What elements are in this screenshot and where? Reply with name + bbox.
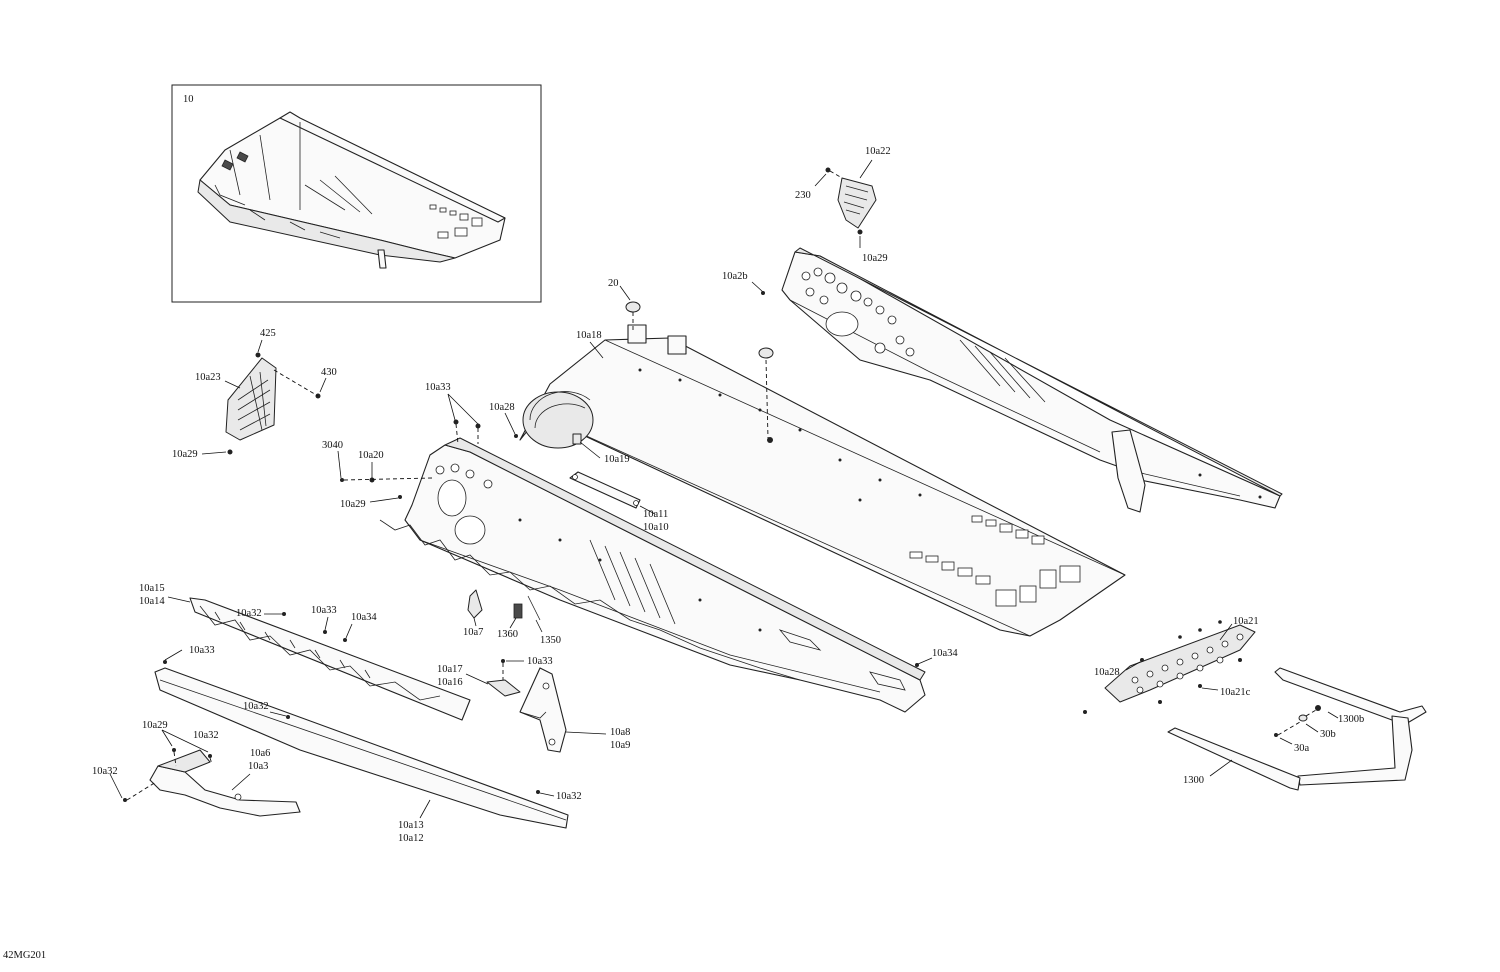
part-right-side-rail: [781, 247, 1283, 513]
callout-425: 425: [260, 328, 276, 339]
part-20-grommet: 20 10a18: [576, 278, 774, 439]
part-10a6-bracket: 10a29 10a32 10a6 10a3 10a32: [92, 720, 301, 817]
callout-10a9: 10a9: [610, 740, 630, 751]
callout-10a32-c: 10a32: [193, 730, 219, 741]
part-10a23-plate: 425 430 10a23 10a29: [172, 328, 337, 460]
callout-10a2b-group: 10a2b: [722, 271, 765, 295]
callout-10a2b: 10a2b: [722, 271, 748, 282]
callout-10a12: 10a12: [398, 833, 424, 844]
callout-10a34-b: 10a34: [932, 648, 958, 659]
callout-10a21: 10a21: [1233, 616, 1259, 627]
callout-10a16: 10a16: [437, 677, 463, 688]
figure-code: 42MG201: [3, 950, 46, 961]
callout-230: 230: [795, 190, 811, 201]
callout-10a7: 10a7: [463, 627, 483, 638]
part-10a8-bracket: 10a8 10a9: [519, 667, 630, 753]
callout-10a3: 10a3: [248, 761, 268, 772]
callout-10a32-e: 10a32: [556, 791, 582, 802]
callout-10a21c: 10a21c: [1220, 687, 1251, 698]
part-3040-10a20-group: 3040 10a20 10a29: [322, 440, 433, 510]
callout-10a34-a: 10a34: [351, 612, 377, 623]
part-10a21-rear-plate: 10a21 10a28 10a21c: [1083, 616, 1259, 714]
callout-10a32-b: 10a32: [243, 701, 269, 712]
callout-1300b: 1300b: [1338, 714, 1364, 725]
inset-label: 10: [183, 94, 194, 105]
callout-10a15: 10a15: [139, 583, 165, 594]
callout-10a29-top: 10a29: [862, 253, 888, 264]
callout-10a14: 10a14: [139, 596, 165, 607]
part-10a19-fitting: 10a19: [572, 433, 630, 465]
part-10a14-runner: 10a15 10a14 10a32 10a33 10a34: [139, 583, 471, 721]
callout-1360: 1360: [497, 629, 518, 640]
part-10a33-bolts-top: 10a33: [425, 382, 481, 445]
callout-1350: 1350: [540, 635, 561, 646]
panel-slots: [909, 515, 1081, 607]
callout-10a33-a: 10a33: [425, 382, 451, 393]
callout-10a29-b: 10a29: [142, 720, 168, 731]
callout-30b: 30b: [1320, 729, 1336, 740]
part-10a22-plate: 10a22 230 10a29: [795, 146, 891, 264]
part-10a16-bracket: 10a17 10a16 10a33: [437, 656, 553, 697]
callout-10a23: 10a23: [195, 372, 221, 383]
rear-plate-holes: [1131, 633, 1244, 694]
callout-10a8: 10a8: [610, 727, 630, 738]
callout-10a13: 10a13: [398, 820, 424, 831]
callout-10a33-c: 10a33: [189, 645, 215, 656]
callout-10a32-a: 10a32: [236, 608, 262, 619]
callout-10a18: 10a18: [576, 330, 602, 341]
callout-10a29-mid: 10a29: [340, 499, 366, 510]
callout-10a29-left: 10a29: [172, 449, 198, 460]
inset-slots: [429, 204, 483, 239]
part-10a28-bolt-top: 10a28: [489, 402, 518, 438]
part-10a12-lower-runner: 10a33 10a32 10a32 10a13 10a12: [154, 645, 582, 844]
part-left-side-rail: [379, 437, 926, 713]
callout-3040: 3040: [322, 440, 343, 451]
callout-10a28-a: 10a28: [489, 402, 515, 413]
part-10a7-1360-1350: 10a7 1360 1350: [463, 589, 561, 646]
part-10a11-link: 10a11 10a10: [569, 471, 669, 533]
callout-10a32-d: 10a32: [92, 766, 118, 777]
callout-10a33-d: 10a33: [527, 656, 553, 667]
callout-430: 430: [321, 367, 337, 378]
callout-10a20: 10a20: [358, 450, 384, 461]
rail-holes: [801, 267, 915, 357]
callout-10a22: 10a22: [865, 146, 891, 157]
callout-10a17: 10a17: [437, 664, 463, 675]
callout-20: 20: [608, 278, 619, 289]
callout-10a6: 10a6: [250, 748, 270, 759]
callout-10a33-b: 10a33: [311, 605, 337, 616]
part-1300-rear-bumper: 1300b 30b 30a 1300: [1167, 667, 1427, 791]
inset-assembly-view: 10: [171, 84, 542, 303]
callout-1300: 1300: [1183, 775, 1204, 786]
callout-10a19: 10a19: [604, 454, 630, 465]
callout-10a11: 10a11: [643, 509, 668, 520]
part-10a34-bolt-right: 10a34: [915, 648, 958, 667]
callout-10a10: 10a10: [643, 522, 669, 533]
callout-30a: 30a: [1294, 743, 1310, 754]
callout-10a28-b: 10a28: [1094, 667, 1120, 678]
